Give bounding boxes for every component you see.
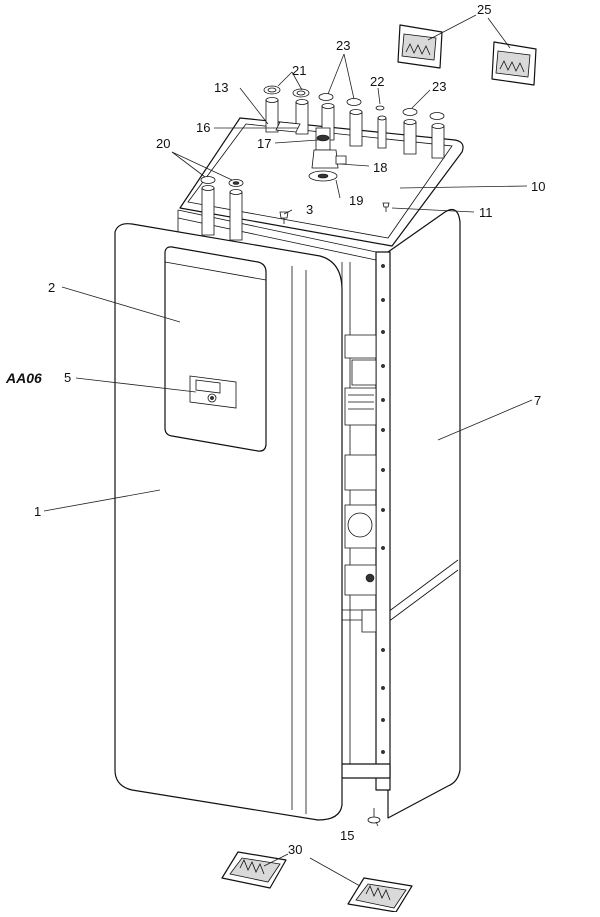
- callout-30: 30: [288, 842, 302, 857]
- callout-25: 25: [477, 2, 491, 17]
- foot-bottom-left: [221, 851, 287, 889]
- display-cover: [164, 246, 267, 452]
- callout-23-a: 23: [336, 38, 350, 53]
- component-tag-aa06: AA06: [5, 370, 42, 386]
- callout-7: 7: [534, 393, 541, 408]
- callout-19: 19: [349, 193, 363, 208]
- callout-23-b: 23: [432, 79, 446, 94]
- callout-10: 10: [531, 179, 545, 194]
- callout-11: 11: [479, 205, 493, 220]
- control-display: [189, 375, 237, 409]
- callout-1: 1: [34, 504, 41, 519]
- callout-21: 21: [292, 63, 306, 78]
- callout-17: 17: [257, 136, 271, 151]
- callout-22: 22: [370, 74, 384, 89]
- callout-13: 13: [214, 80, 228, 95]
- callout-3: 3: [306, 202, 313, 217]
- callout-5: 5: [64, 370, 71, 385]
- foot-top-left: [397, 24, 443, 69]
- valve-assembly: [275, 121, 347, 182]
- callout-20: 20: [156, 136, 170, 151]
- top-cover: [179, 117, 464, 247]
- interior-components: [344, 334, 377, 633]
- leader-lines: [43, 14, 533, 887]
- foot-bottom-right: [347, 877, 413, 913]
- callout-labels: 1 2 3 5 7 10 11 13 15 16 17 18 19 20 21 …: [5, 2, 545, 857]
- foot-top-right: [491, 41, 537, 86]
- screws: [279, 202, 390, 824]
- side-panel: [387, 209, 461, 819]
- callout-16: 16: [196, 120, 210, 135]
- callout-2: 2: [48, 280, 55, 295]
- caps-and-nuts: [200, 85, 445, 187]
- callout-15: 15: [340, 828, 354, 843]
- callout-18: 18: [373, 160, 387, 175]
